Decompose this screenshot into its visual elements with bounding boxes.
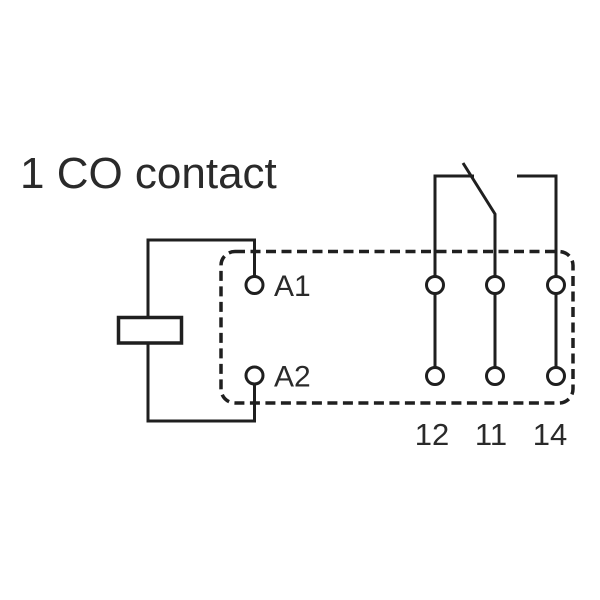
- terminal-a2-label: A2: [274, 361, 311, 394]
- terminal-11-pin-node: [485, 366, 505, 386]
- terminal-14-pin-node: [546, 366, 566, 386]
- terminal-12-label: 12: [415, 417, 449, 452]
- switch-blade: [461, 162, 497, 277]
- terminal-11-upper-node: [485, 275, 505, 295]
- diagram-title: 1 CO contact: [20, 149, 277, 198]
- terminal-14-upper-node: [546, 275, 566, 295]
- terminal-a1-label: A1: [274, 270, 311, 303]
- terminal-12-pin-node: [425, 366, 445, 386]
- relay-body-outline: [219, 249, 575, 405]
- terminal-a1-node: [244, 275, 265, 295]
- coil-symbol: [116, 315, 184, 345]
- terminal-12-upper-node: [425, 275, 445, 295]
- terminal-a2-node: [244, 365, 265, 386]
- terminal-11-label: 11: [475, 417, 507, 452]
- nc-contact-wire-top: [433, 174, 474, 277]
- terminal-14-label: 14: [533, 417, 567, 452]
- no-contact-wire-top: [517, 174, 558, 277]
